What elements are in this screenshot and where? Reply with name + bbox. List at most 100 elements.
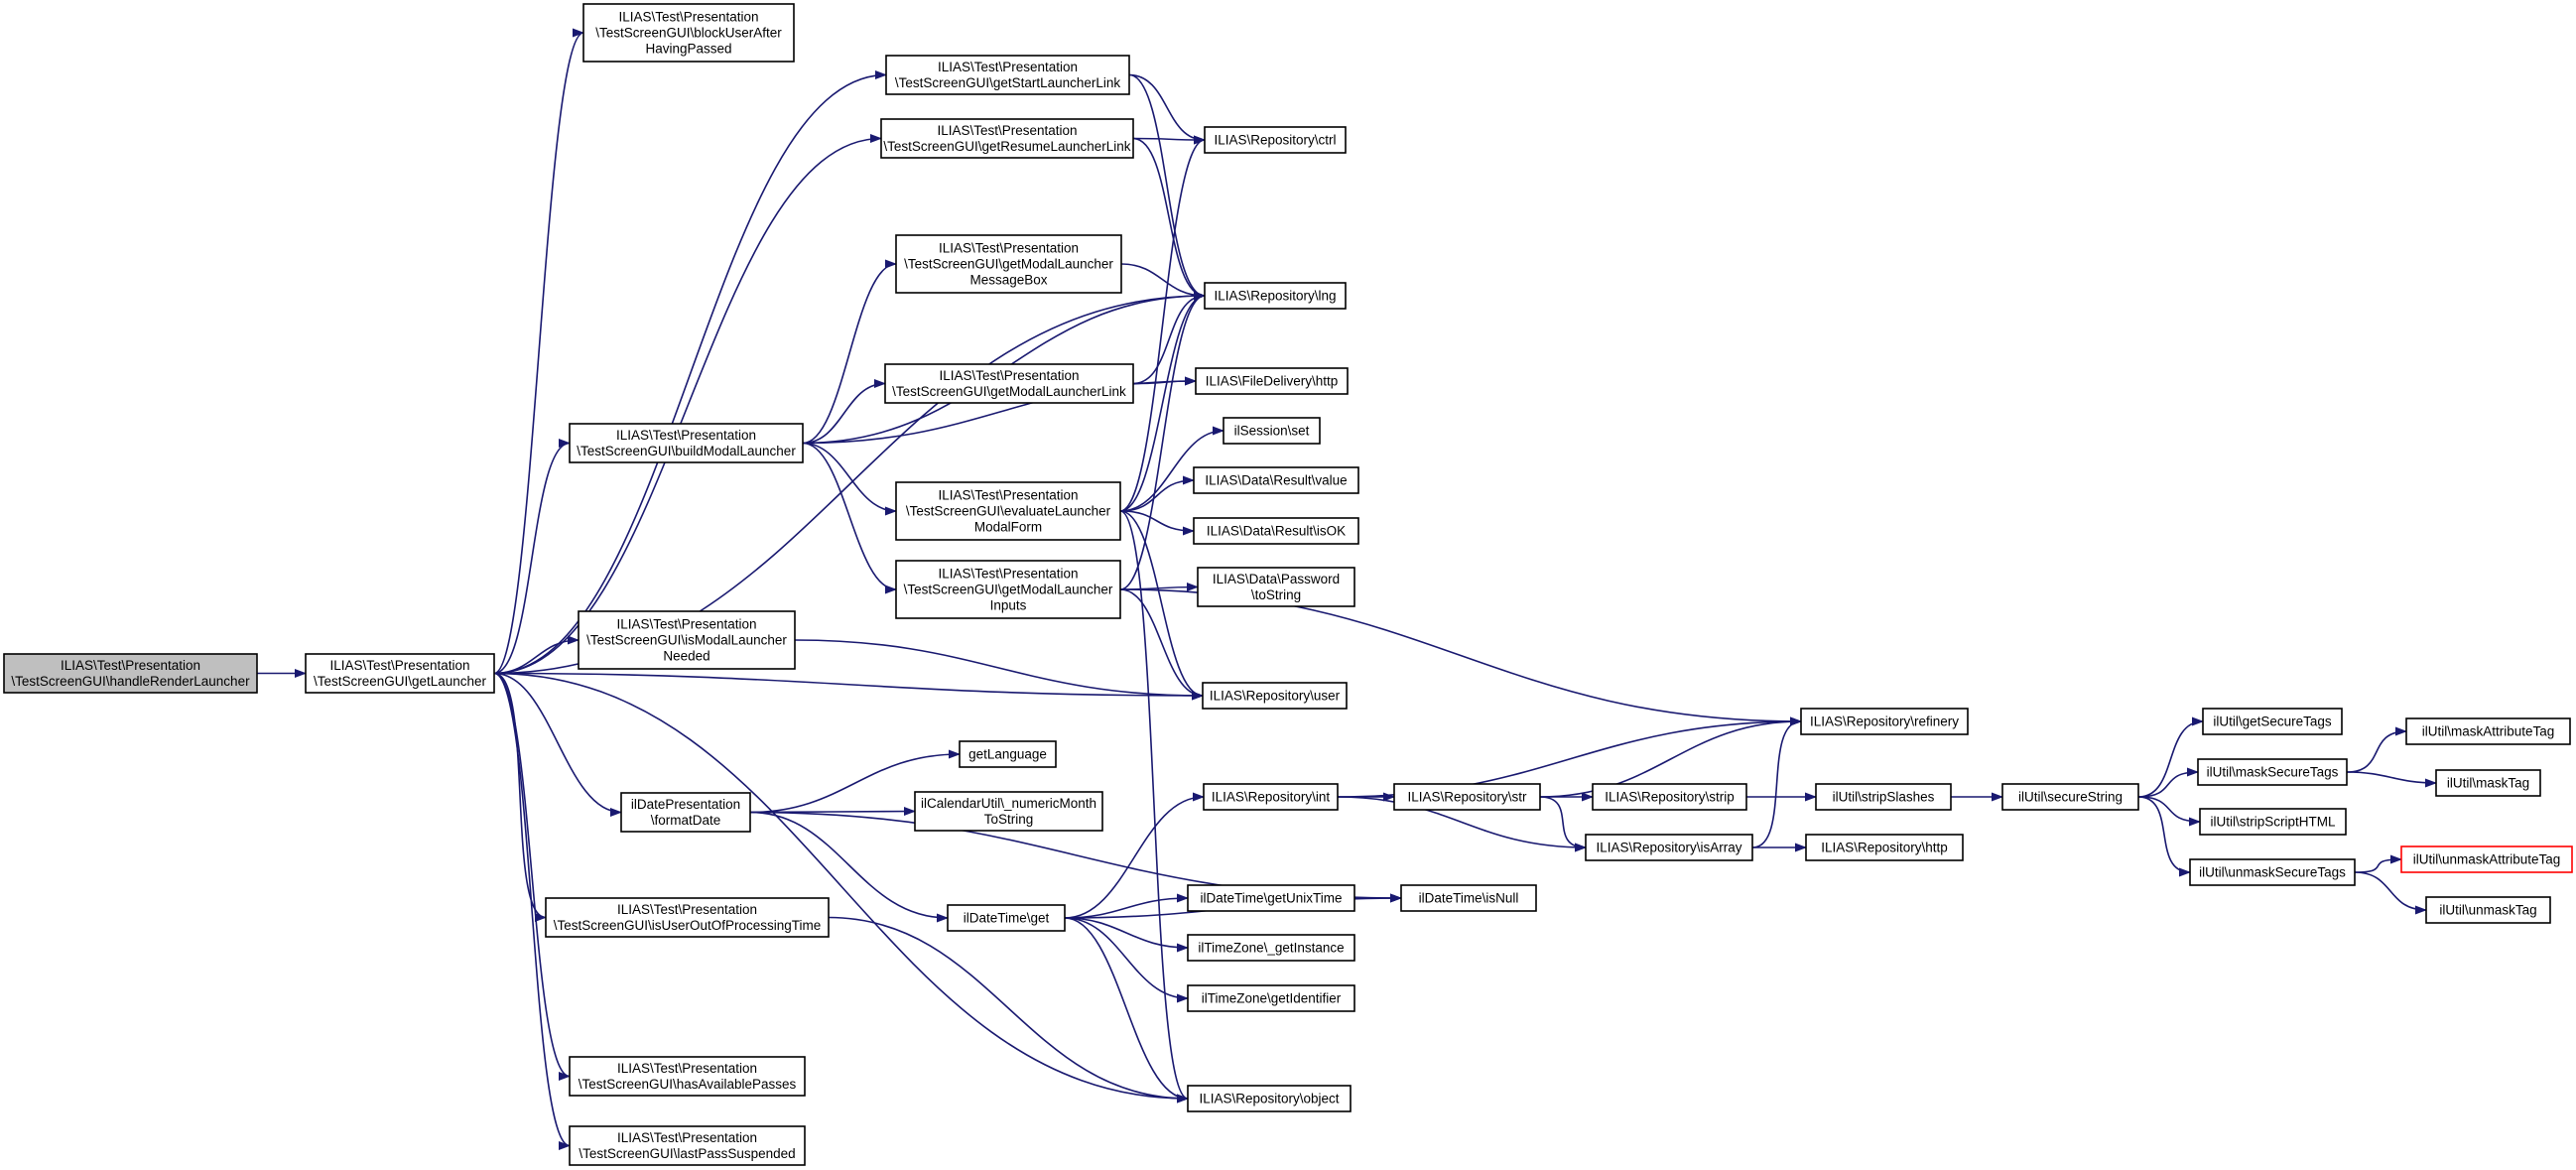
node-box bbox=[1815, 783, 1952, 811]
node-box bbox=[2435, 769, 2541, 797]
node-label-line: \TestScreenGUI\getResumeLauncherLink bbox=[883, 139, 1130, 154]
node-is-modal-launcher-needed[interactable]: ILIAS\Test\Presentation\TestScreenGUI\is… bbox=[578, 610, 796, 670]
node-label-line: \toString bbox=[1251, 587, 1301, 602]
node-get-instance[interactable]: ilTimeZone\_getInstance bbox=[1187, 934, 1355, 962]
edge-unmask-secure-tags-to-unmask-tag bbox=[2354, 871, 2427, 915]
node-format-date[interactable]: ilDatePresentation\formatDate bbox=[620, 792, 751, 833]
node-label-line: \TestScreenGUI\blockUserAfter bbox=[595, 26, 782, 41]
node-label-line: ilUtil\maskAttributeTag bbox=[2422, 724, 2555, 739]
node-box bbox=[895, 234, 1122, 294]
node-label-line: \TestScreenGUI\handleRenderLauncher bbox=[11, 674, 250, 689]
node-repo-refinery[interactable]: ILIAS\Repository\refinery bbox=[1800, 708, 1969, 735]
node-label-line: ILIAS\Repository\ctrl bbox=[1214, 133, 1336, 148]
node-label-line: ILIAS\Repository\strip bbox=[1605, 790, 1735, 805]
edge-date-time-get-to-repo-int bbox=[1064, 792, 1205, 919]
node-repo-http[interactable]: ILIAS\Repository\http bbox=[1805, 834, 1964, 861]
node-get-modal-launcher-message-box[interactable]: ILIAS\Test\Presentation\TestScreenGUI\ge… bbox=[895, 234, 1122, 294]
node-box bbox=[1193, 517, 1359, 545]
node-box bbox=[1187, 884, 1355, 912]
node-repo-strip[interactable]: ILIAS\Repository\strip bbox=[1592, 783, 1747, 811]
node-label-line: ILIAS\Test\Presentation bbox=[616, 617, 756, 632]
node-has-available-passes[interactable]: ILIAS\Test\Presentation\TestScreenGUI\ha… bbox=[569, 1056, 806, 1097]
edge-date-time-get-to-repo-object bbox=[1064, 917, 1189, 1104]
node-label-line: ilUtil\unmaskSecureTags bbox=[2199, 865, 2346, 880]
node-label-line: ilUtil\maskTag bbox=[2447, 776, 2529, 791]
node-unmask-tag[interactable]: ilUtil\unmaskTag bbox=[2425, 896, 2551, 924]
node-handle-render-launcher[interactable]: ILIAS\Test\Presentation\TestScreenGUI\ha… bbox=[3, 653, 258, 694]
node-get-identifier[interactable]: ilTimeZone\getIdentifier bbox=[1187, 984, 1355, 1012]
node-label-line: \TestScreenGUI\getStartLauncherLink bbox=[895, 75, 1121, 90]
node-mask-secure-tags[interactable]: ilUtil\maskSecureTags bbox=[2197, 758, 2348, 786]
node-repo-ctrl[interactable]: ILIAS\Repository\ctrl bbox=[1204, 126, 1347, 154]
node-get-secure-tags[interactable]: ilUtil\getSecureTags bbox=[2202, 708, 2343, 735]
node-mask-tag[interactable]: ilUtil\maskTag bbox=[2435, 769, 2541, 797]
node-get-start-launcher-link[interactable]: ILIAS\Test\Presentation\TestScreenGUI\ge… bbox=[885, 55, 1130, 95]
node-strip-slashes[interactable]: ilUtil\stripSlashes bbox=[1815, 783, 1952, 811]
node-label-line: ILIAS\Test\Presentation bbox=[329, 658, 469, 673]
node-get-modal-launcher-link[interactable]: ILIAS\Test\Presentation\TestScreenGUI\ge… bbox=[884, 363, 1134, 404]
edge-get-modal-launcher-link-to-repo-lng bbox=[1132, 291, 1206, 385]
edge-unmask-secure-tags-to-unmask-attribute-tag bbox=[2354, 854, 2402, 873]
edge-evaluate-launcher-modal-form-to-result-is-ok bbox=[1119, 510, 1195, 536]
node-box bbox=[2202, 708, 2343, 735]
node-box bbox=[3, 653, 258, 694]
node-label-line: ILIAS\Test\Presentation bbox=[618, 10, 758, 25]
node-box bbox=[2405, 717, 2571, 745]
node-box bbox=[1195, 367, 1349, 395]
edge-is-user-out-of-processing-time-to-repo-object bbox=[828, 916, 1189, 1104]
node-repo-int[interactable]: ILIAS\Repository\int bbox=[1203, 783, 1339, 811]
node-repo-lng[interactable]: ILIAS\Repository\lng bbox=[1204, 282, 1347, 310]
node-strip-script-html[interactable]: ilUtil\stripScriptHTML bbox=[2199, 808, 2347, 836]
node-get-launcher[interactable]: ILIAS\Test\Presentation\TestScreenGUI\ge… bbox=[305, 653, 495, 694]
node-is-user-out-of-processing-time[interactable]: ILIAS\Test\Presentation\TestScreenGUI\is… bbox=[545, 897, 830, 938]
node-label-line: \TestScreenGUI\isUserOutOfProcessingTime bbox=[554, 918, 822, 933]
node-label-line: Inputs bbox=[990, 598, 1027, 613]
node-result-is-ok[interactable]: ILIAS\Data\Result\isOK bbox=[1193, 517, 1359, 545]
node-repo-is-array[interactable]: ILIAS\Repository\isArray bbox=[1585, 834, 1753, 861]
node-mask-attribute-tag[interactable]: ilUtil\maskAttributeTag bbox=[2405, 717, 2571, 745]
node-label-line: ILIAS\Test\Presentation bbox=[938, 567, 1078, 582]
edge-format-date-to-get-language bbox=[749, 749, 961, 814]
node-repo-user[interactable]: ILIAS\Repository\user bbox=[1202, 682, 1348, 710]
node-unmask-secure-tags[interactable]: ilUtil\unmaskSecureTags bbox=[2189, 858, 2356, 886]
node-box bbox=[884, 363, 1134, 404]
node-repo-object[interactable]: ILIAS\Repository\object bbox=[1187, 1085, 1352, 1112]
node-label-line: \TestScreenGUI\lastPassSuspended bbox=[579, 1146, 795, 1161]
node-date-time-get[interactable]: ilDateTime\get bbox=[947, 904, 1066, 932]
node-get-modal-launcher-inputs[interactable]: ILIAS\Test\Presentation\TestScreenGUI\ge… bbox=[895, 560, 1121, 619]
node-build-modal-launcher[interactable]: ILIAS\Test\Presentation\TestScreenGUI\bu… bbox=[569, 423, 804, 463]
edge-mask-secure-tags-to-mask-tag bbox=[2346, 771, 2437, 788]
node-get-unix-time[interactable]: ilDateTime\getUnixTime bbox=[1187, 884, 1355, 912]
node-fd-http[interactable]: ILIAS\FileDelivery\http bbox=[1195, 367, 1349, 395]
node-repo-str[interactable]: ILIAS\Repository\str bbox=[1393, 783, 1541, 811]
node-get-resume-launcher-link[interactable]: ILIAS\Test\Presentation\TestScreenGUI\ge… bbox=[880, 118, 1134, 159]
node-label-line: ILIAS\Data\Result\isOK bbox=[1207, 524, 1346, 539]
node-label-line: ILIAS\Repository\refinery bbox=[1810, 715, 1959, 729]
node-label-line: ILIAS\Repository\user bbox=[1210, 689, 1341, 704]
node-unmask-attribute-tag[interactable]: ilUtil\unmaskAttributeTag bbox=[2400, 845, 2573, 873]
node-label-line: ilCalendarUtil\_numericMonth bbox=[921, 796, 1096, 811]
node-block-user-after-having-passed[interactable]: ILIAS\Test\Presentation\TestScreenGUI\bl… bbox=[582, 3, 795, 63]
node-is-null[interactable]: ilDateTime\isNull bbox=[1400, 884, 1537, 912]
node-get-language[interactable]: getLanguage bbox=[959, 740, 1057, 768]
node-evaluate-launcher-modal-form[interactable]: ILIAS\Test\Presentation\TestScreenGUI\ev… bbox=[895, 481, 1121, 541]
edge-mask-secure-tags-to-mask-attribute-tag bbox=[2346, 726, 2407, 773]
node-box bbox=[1800, 708, 1969, 735]
node-label-line: ILIAS\Test\Presentation bbox=[939, 368, 1079, 383]
edge-secure-string-to-get-secure-tags bbox=[2137, 716, 2204, 798]
node-session-set[interactable]: ilSession\set bbox=[1223, 417, 1321, 445]
node-password-to-string[interactable]: ILIAS\Data\Password\toString bbox=[1197, 567, 1355, 607]
node-label-line: ilDateTime\get bbox=[964, 911, 1050, 926]
node-label-line: ToString bbox=[984, 812, 1034, 827]
node-last-pass-suspended[interactable]: ILIAS\Test\Presentation\TestScreenGUI\la… bbox=[569, 1125, 806, 1166]
edge-build-modal-launcher-to-get-modal-launcher-message-box bbox=[802, 259, 897, 445]
edge-build-modal-launcher-to-get-modal-launcher-inputs bbox=[802, 442, 897, 594]
node-box bbox=[1197, 567, 1355, 607]
node-box bbox=[880, 118, 1134, 159]
node-label-line: ILIAS\Repository\http bbox=[1821, 841, 1948, 855]
edge-date-time-get-to-get-instance bbox=[1064, 917, 1189, 953]
node-result-value[interactable]: ILIAS\Data\Result\value bbox=[1193, 466, 1359, 494]
node-secure-string[interactable]: ilUtil\secureString bbox=[2001, 783, 2139, 811]
node-box bbox=[569, 1125, 806, 1166]
